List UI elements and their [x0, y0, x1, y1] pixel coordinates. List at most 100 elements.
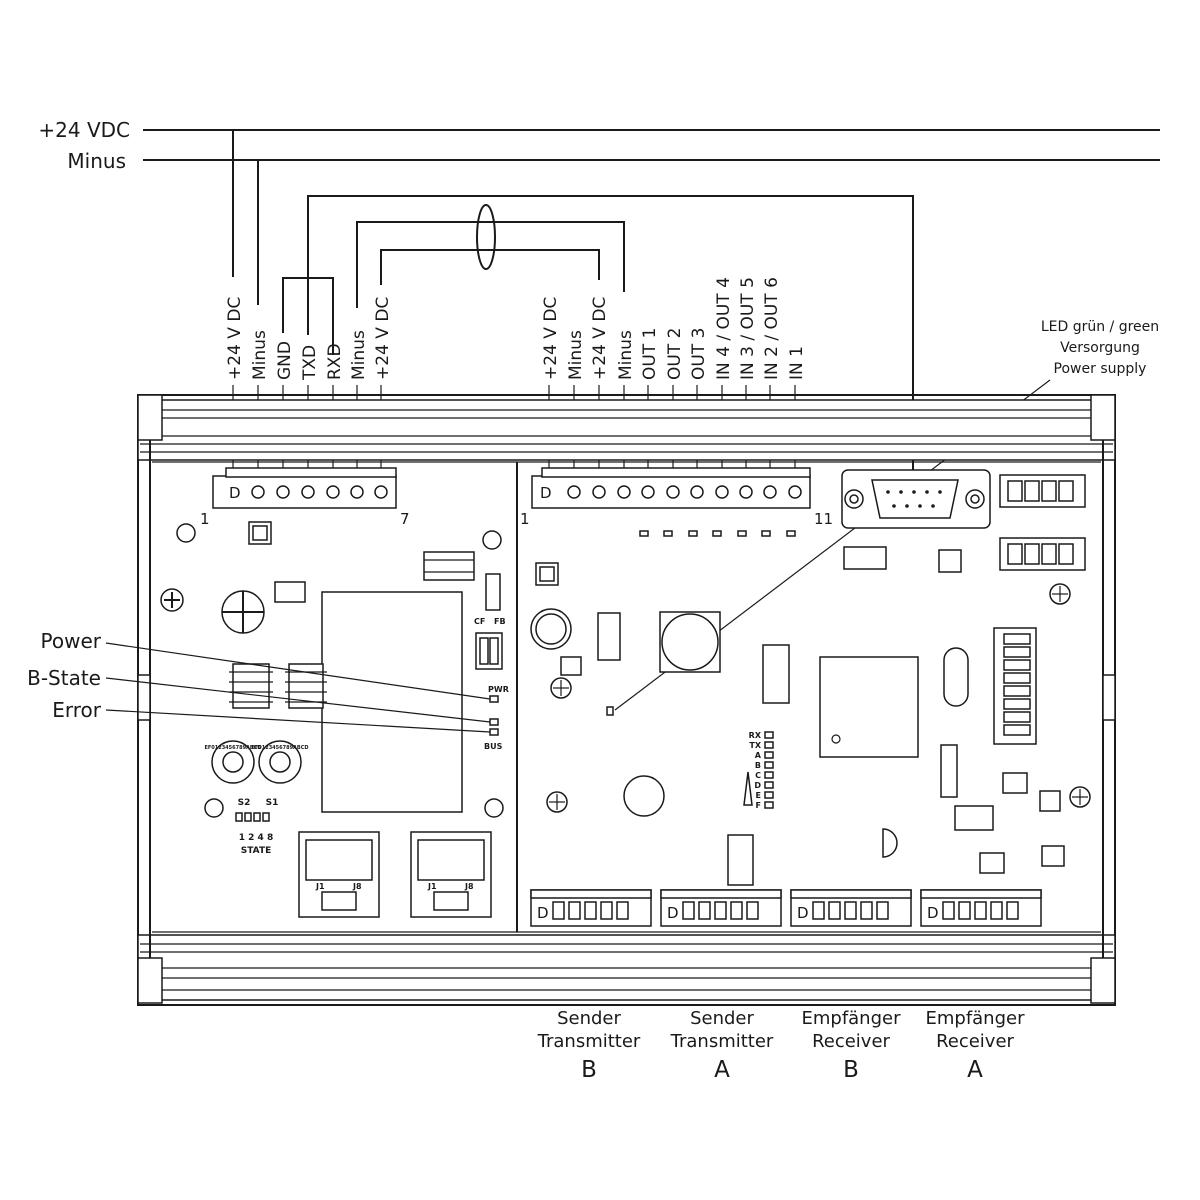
small-ic — [274, 581, 306, 603]
module-4-letter: A — [967, 1057, 983, 1083]
led-note-line2: Versorgung — [1060, 340, 1140, 356]
left-label-1: +24 V DC — [225, 297, 245, 380]
rotary-s2-digits: EF0123456789ABCD — [204, 745, 261, 751]
right-label-10: IN 2 / OUT 6 — [762, 277, 782, 380]
rj45-1-j8: J8 — [352, 882, 362, 891]
mount-hole — [484, 798, 504, 818]
left-label-5: RXD — [325, 343, 345, 380]
right-terminal-end-pin: 11 — [814, 510, 833, 528]
left-terminal-block: D 1 7 — [200, 467, 410, 528]
left-label-7: +24 V DC — [373, 297, 393, 380]
right-terminal-block: D 1 11 — [520, 467, 833, 528]
right-label-4: Minus — [616, 330, 636, 380]
connector-transmitter-a: D — [660, 889, 782, 927]
crystal — [597, 612, 621, 661]
right-label-7: OUT 3 — [689, 328, 709, 380]
supply-minus-label: Minus — [67, 149, 126, 173]
rj45-2-j8: J8 — [464, 882, 474, 891]
svg-text:D: D — [797, 904, 809, 922]
right-terminal-d-mark: D — [540, 484, 552, 502]
supply-lines: +24 VDC Minus — [38, 118, 1160, 173]
right-label-6: OUT 2 — [665, 328, 685, 380]
right-label-9: IN 3 / OUT 5 — [738, 277, 758, 380]
oscillator — [943, 647, 969, 707]
small-part — [979, 852, 1005, 874]
right-label-5: OUT 1 — [640, 328, 660, 380]
aux-terminals — [999, 474, 1086, 571]
wire-txd-dsub — [307, 195, 914, 488]
pwr-label: PWR — [488, 685, 509, 694]
module-1-line2: Transmitter — [537, 1031, 641, 1052]
status-callouts: Power B-State Error — [27, 629, 491, 733]
right-label-8: IN 4 / OUT 4 — [714, 277, 734, 380]
right-label-2: Minus — [566, 330, 586, 380]
led-note-line3: Power supply — [1054, 361, 1147, 377]
small-part — [1041, 845, 1065, 867]
wiring — [232, 130, 914, 488]
mount-hole — [482, 530, 502, 550]
dc-converter — [321, 591, 463, 813]
small-part — [1039, 790, 1061, 812]
left-board: CF FB PWR BUS EF0123456789ABCD EF0123456… — [160, 521, 509, 918]
module-1-letter: B — [581, 1057, 597, 1083]
transistor — [882, 828, 898, 858]
rj45-2-j1: J1 — [427, 882, 437, 891]
b-state-led — [489, 718, 499, 726]
module-2-letter: A — [714, 1057, 730, 1083]
clip-top-left — [137, 394, 163, 441]
cf-label: CF — [474, 617, 485, 626]
wire-minus-pair — [356, 221, 625, 308]
connector-transmitter-b: D — [530, 889, 652, 927]
power-leader — [105, 642, 491, 700]
wire-plus-pair — [380, 249, 600, 285]
bus-label: BUS — [484, 742, 503, 751]
s2-label: S2 — [238, 798, 251, 808]
left-label-2: Minus — [250, 330, 270, 380]
dsub-connector — [841, 469, 991, 529]
error-led — [489, 728, 499, 736]
right-label-1: +24 V DC — [541, 297, 561, 380]
module-3-line2: Receiver — [812, 1031, 890, 1052]
module-1-line1: Sender — [557, 1008, 621, 1029]
module-4-line2: Receiver — [936, 1031, 1014, 1052]
side-latch-right — [1102, 674, 1116, 721]
fb-label: FB — [494, 617, 506, 626]
right-terminal-labels: +24 V DC Minus +24 V DC Minus OUT 1 OUT … — [541, 277, 807, 380]
module-4-line1: Empfänger — [925, 1008, 1025, 1029]
left-terminal-labels: +24 V DC Minus GND TXD RXD Minus +24 V D… — [225, 297, 393, 381]
power-led — [489, 695, 499, 703]
svg-text:D: D — [537, 904, 549, 922]
error-leader — [105, 709, 491, 733]
left-terminal-start-pin: 1 — [200, 510, 210, 528]
state-bits-label: 1 2 4 8 — [239, 833, 273, 843]
left-label-4: TXD — [300, 345, 320, 381]
clip-bottom-right — [1090, 957, 1116, 1004]
left-terminal-end-pin: 7 — [400, 510, 410, 528]
microcontroller — [819, 656, 919, 758]
ind-rx: RX — [749, 731, 762, 740]
supply-plus-label: +24 VDC — [38, 118, 130, 142]
small-part — [560, 656, 582, 676]
round-component — [623, 775, 665, 817]
right-label-11: IN 1 — [787, 346, 807, 380]
connector-receiver-a: D — [920, 889, 1042, 927]
jumper-header — [485, 573, 501, 611]
power-callout-label: Power — [41, 629, 102, 653]
b-state-callout-label: B-State — [27, 666, 101, 690]
led-note-line1: LED grün / green — [1041, 319, 1159, 335]
twisted-pair-marker — [476, 204, 496, 270]
b-state-leader — [105, 677, 491, 723]
clip-bottom-left — [137, 957, 163, 1004]
right-board: RX TX A B C D E F — [530, 530, 1091, 886]
s1-label: S1 — [266, 798, 279, 808]
soic-chip — [423, 551, 475, 581]
relay — [954, 805, 994, 831]
ind-tx: TX — [749, 741, 761, 750]
module-2-line1: Sender — [690, 1008, 754, 1029]
rj45-1-j1: J1 — [315, 882, 325, 891]
module-captions: Sender Transmitter B Sender Transmitter … — [537, 1008, 1025, 1083]
small-part — [938, 549, 962, 573]
ind-a: A — [755, 751, 762, 760]
svg-text:D: D — [927, 904, 939, 922]
